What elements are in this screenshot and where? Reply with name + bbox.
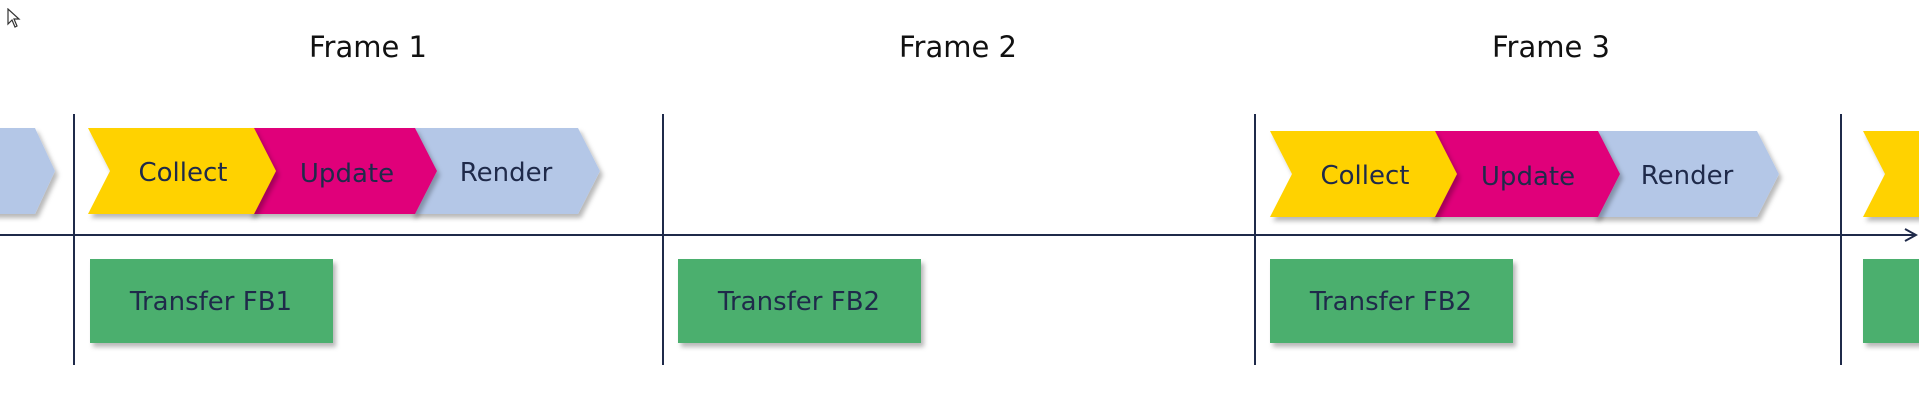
transfer-fb1-label: Transfer FB1 (129, 287, 292, 317)
next-collect-chevron-partial (1863, 131, 1919, 217)
frame3-render-label: Render (1641, 161, 1734, 191)
transfer-fb2-label-frame3: Transfer FB2 (1309, 287, 1472, 317)
frame-1-title: Frame 1 (308, 30, 428, 64)
transfer-fb2-box-frame2 (678, 259, 921, 343)
frame-3-title: Frame 3 (1491, 30, 1611, 64)
transfer-fb2-box-frame3 (1270, 259, 1513, 343)
frame1-render-chevron (410, 128, 600, 214)
frame1-render-label: Render (460, 158, 553, 188)
transfer-fb2-label-frame2: Transfer FB2 (717, 287, 880, 317)
frame-2-title: Frame 2 (898, 30, 1018, 64)
mouse-pointer-icon (7, 8, 21, 28)
frame1-collect-label: Collect (139, 158, 228, 188)
frame3-update-label: Update (1481, 162, 1575, 192)
next-transfer-box-partial (1863, 259, 1919, 343)
frame1-update-chevron (248, 128, 437, 214)
frame3-render-chevron (1592, 131, 1779, 217)
frame3-collect-chevron (1270, 131, 1457, 217)
transfer-fb1-box (90, 259, 333, 343)
frame3-collect-label: Collect (1321, 161, 1410, 191)
previous-render-chevron-partial (0, 128, 55, 214)
frame1-collect-chevron (88, 128, 276, 214)
frame3-update-chevron (1429, 131, 1620, 217)
frame1-update-label: Update (300, 159, 394, 189)
